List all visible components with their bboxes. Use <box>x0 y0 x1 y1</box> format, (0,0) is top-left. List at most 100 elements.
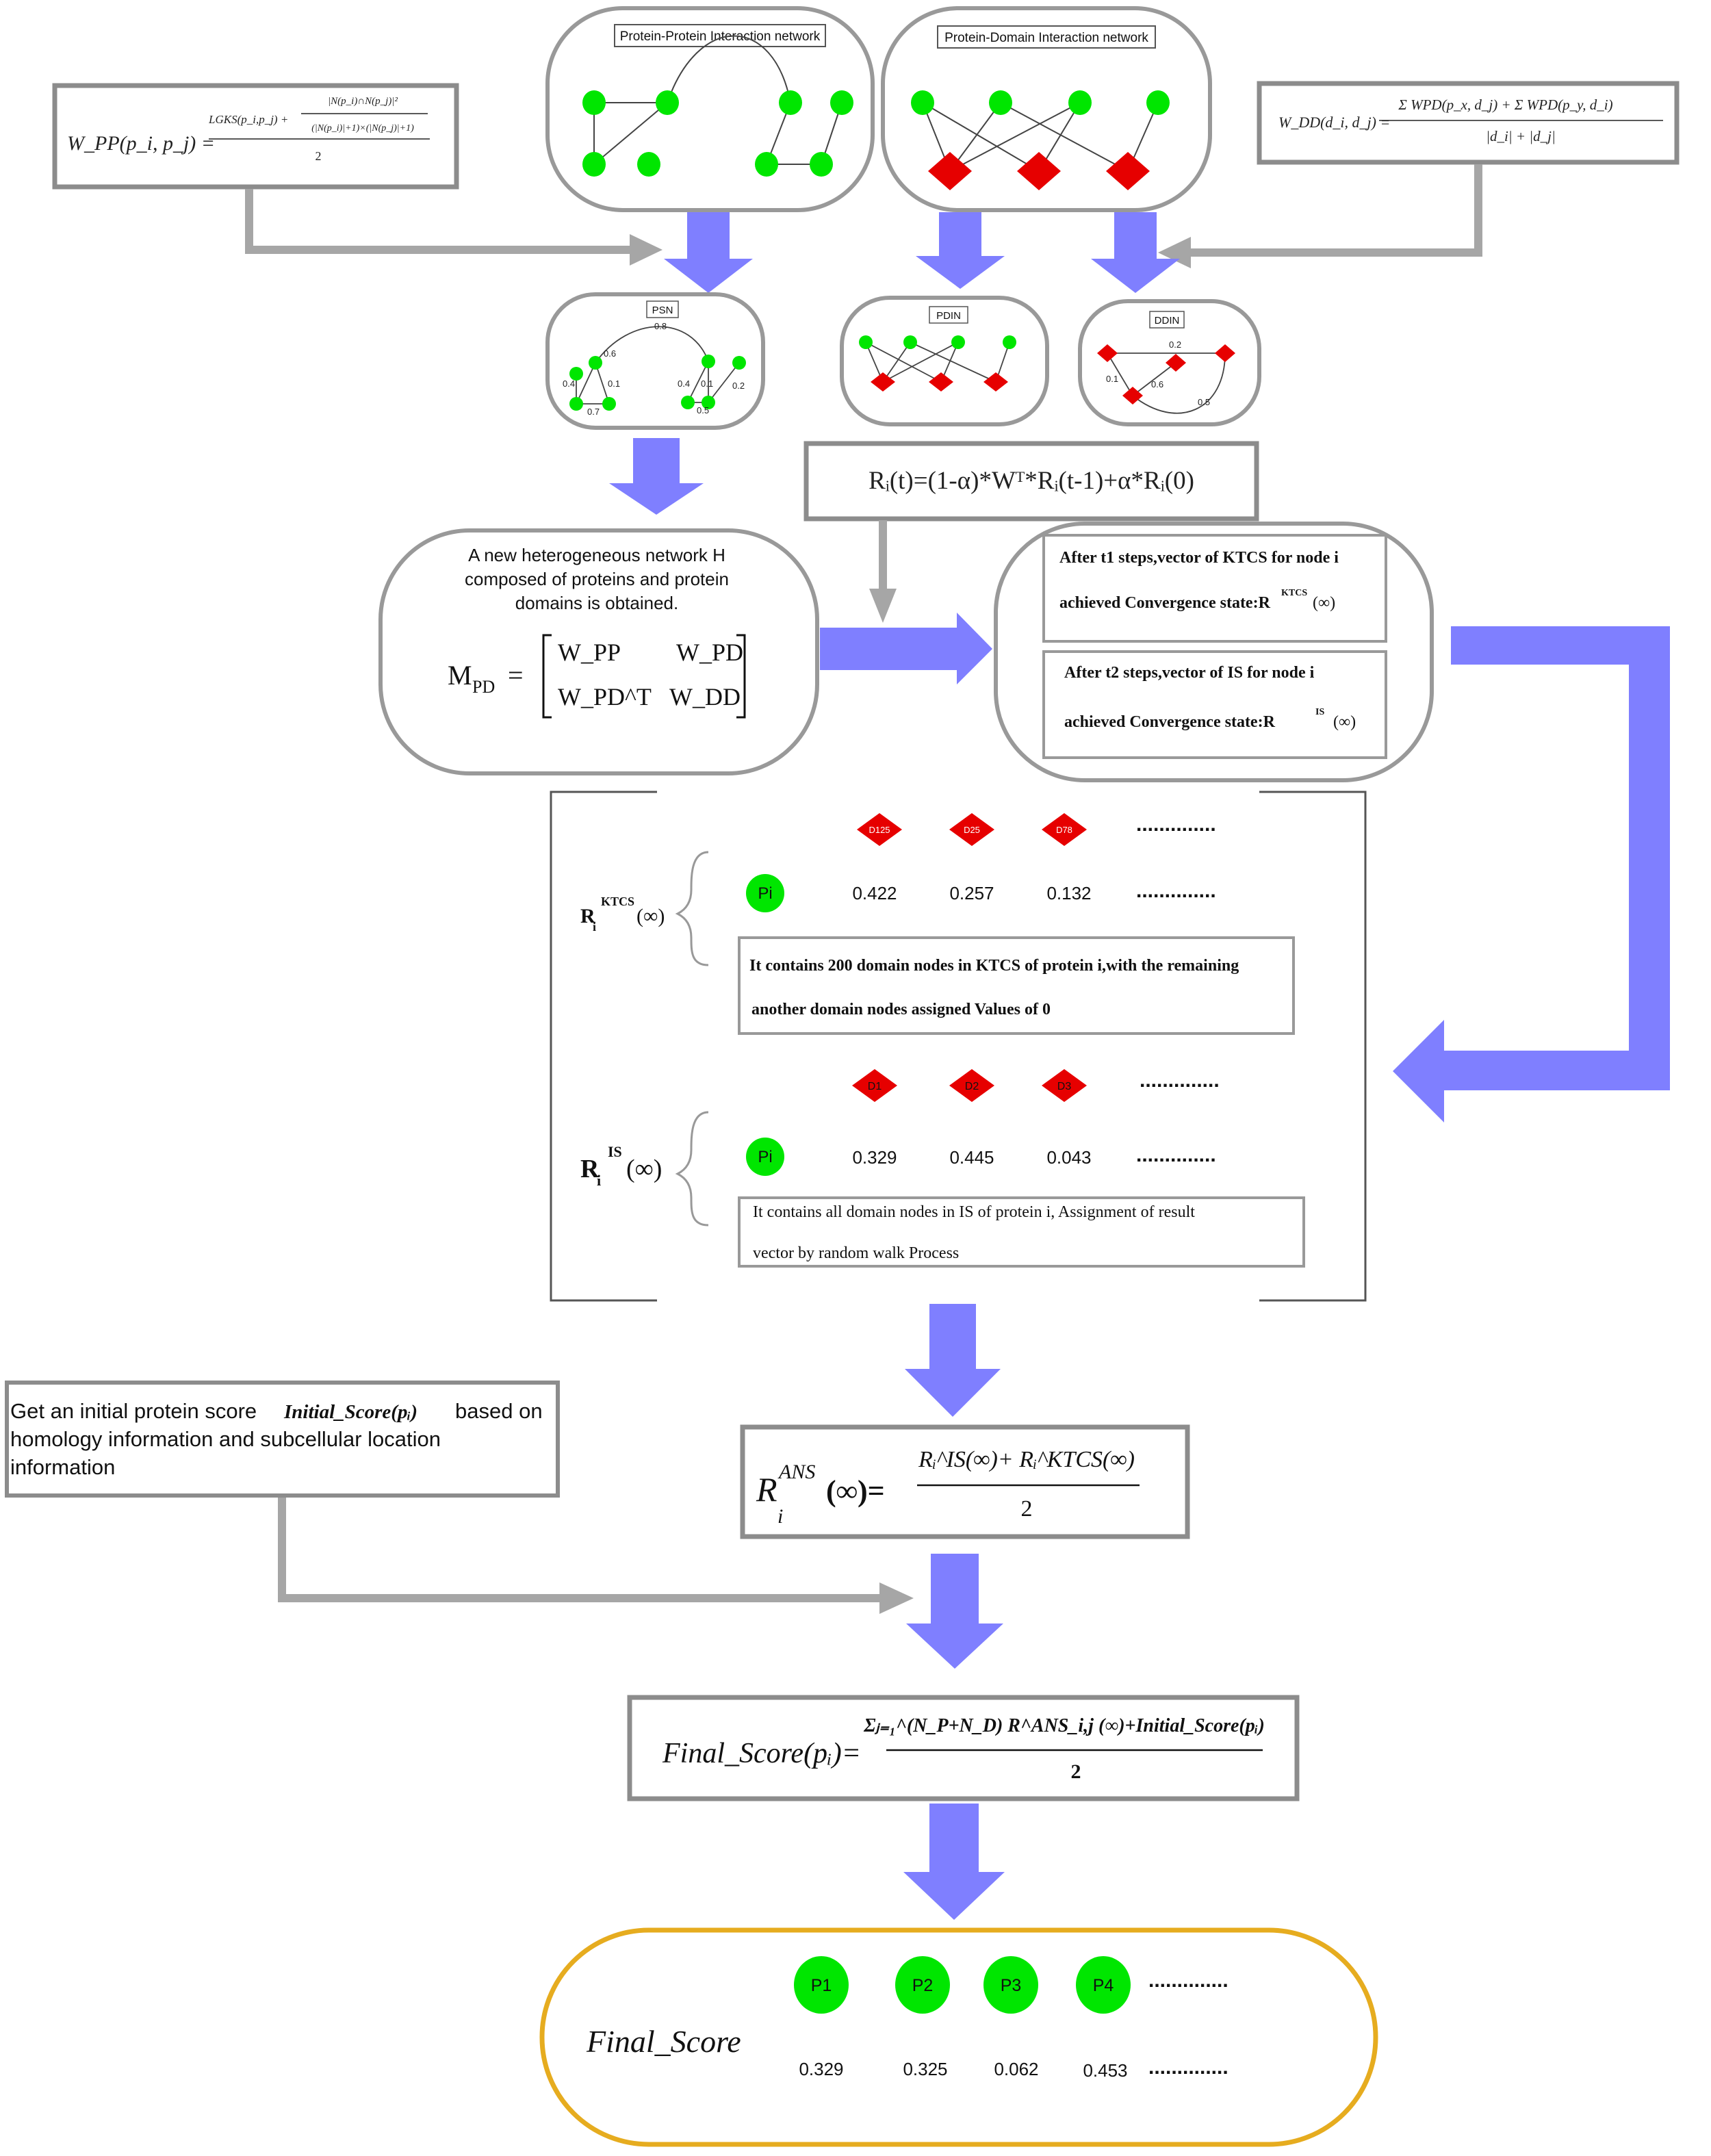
domain-node-label: D125 <box>869 825 890 835</box>
final-value-ellipsis: .............. <box>1148 2056 1228 2079</box>
pdin-panel: PDIN <box>840 296 1049 426</box>
psn-weight: 0.6 <box>604 348 616 359</box>
matrix-brackets <box>542 634 746 719</box>
pdin-title: PDIN <box>936 310 961 322</box>
ppi-network-title: Protein-Protein Interaction network <box>620 29 821 44</box>
ktcs-domain-row: D125 D25 D78 .............. <box>857 813 1216 846</box>
final-value-row: 0.329 0.325 0.062 0.453 .............. <box>799 2056 1228 2081</box>
final-formula-box: Final_Score(pᵢ)= Σⱼ₌₁^(N_P+N_D) R^ANS_i,… <box>627 1695 1300 1801</box>
ans-denominator: 2 <box>1021 1496 1033 1522</box>
arrow-hetero-to-convergence <box>820 613 992 684</box>
ktcs-note-line2: another domain nodes assigned Values of … <box>751 1001 1051 1018</box>
is-value: 0.445 <box>949 1147 994 1168</box>
is-vector-label-sub: i <box>597 1172 601 1189</box>
domain-node <box>949 1069 994 1102</box>
ans-numerator: Rᵢ^IS(∞)+ Rᵢ^KTCS(∞) <box>918 1447 1135 1472</box>
ddin-weight: 0.1 <box>1106 374 1118 384</box>
is-vector: R IS i (∞) D1 D2 D3 .............. Pi 0.… <box>580 1069 1305 1268</box>
is-domain-row: D1 D2 D3 .............. <box>852 1069 1220 1102</box>
psn-title: PSN <box>652 305 673 316</box>
arrow-ppi-to-psn <box>664 212 753 293</box>
pdi-network-panel: Protein-Domain Interaction network <box>881 6 1212 212</box>
arrow-convergence-to-vectors <box>1393 626 1670 1122</box>
domain-node <box>949 813 994 846</box>
protein-node-label: P1 <box>811 1976 832 1995</box>
is-note-line1: It contains all domain nodes in IS of pr… <box>753 1203 1195 1221</box>
arrow-final-formula-to-score <box>903 1804 1005 1920</box>
ktcs-convergence-tail: (∞) <box>1313 594 1335 612</box>
initial-score-line2: homology information and subcellular loc… <box>10 1427 441 1451</box>
wpp-formula-box: W_PP(p_i, p_j) = LGKS(p_i,p_j) + |N(p_i)… <box>52 83 459 190</box>
psn-panel: PSN 0.8 0.6 0.4 0.1 0.7 <box>545 292 765 430</box>
arrow-pdi-to-pdin <box>916 212 1005 289</box>
is-vector-label-sup: IS <box>608 1143 622 1160</box>
final-score-value: 0.329 <box>799 2059 843 2079</box>
final-score-value: 0.325 <box>903 2059 947 2079</box>
ddin-panel: DDIN 0.2 0.1 0.6 0.5 <box>1078 299 1261 426</box>
initial-score-box: Get an initial protein score Initial_Sco… <box>5 1381 560 1498</box>
arrow-vectors-to-ans <box>905 1304 1001 1417</box>
initial-score-suffix: based on <box>455 1399 543 1423</box>
ddin-title: DDIN <box>1155 315 1180 326</box>
psn-weight: 0.7 <box>587 407 600 417</box>
domain-node-label: D2 <box>965 1081 979 1092</box>
is-value: 0.043 <box>1046 1147 1091 1168</box>
ktcs-value-row: Pi 0.422 0.257 0.132 .............. <box>746 874 1216 912</box>
psn-weight: 0.8 <box>654 321 667 331</box>
is-note-line2: vector by random walk Process <box>753 1244 959 1262</box>
psn-weight: 0.4 <box>563 378 575 389</box>
ans-lhs: R <box>756 1470 777 1509</box>
protein-node-label: Pi <box>758 884 772 903</box>
wpp-num-a: LGKS(p_i,p_j) + <box>208 113 288 126</box>
protein-node-label: P3 <box>1001 1976 1022 1995</box>
final-formula-numerator: Σⱼ₌₁^(N_P+N_D) R^ANS_i,j (∞)+Initial_Sco… <box>863 1715 1265 1736</box>
domain-node-label: D25 <box>964 825 980 835</box>
matrix-cell-wpdt: W_PD^T <box>558 683 652 710</box>
ppi-network-panel: Protein-Protein Interaction network <box>545 6 875 212</box>
final-score-value: 0.453 <box>1083 2060 1127 2081</box>
gray-arrow-wpp <box>245 189 662 266</box>
domain-node-label: D78 <box>1056 825 1072 835</box>
is-vector-label: R <box>580 1155 600 1183</box>
psn-weight: 0.5 <box>697 405 709 415</box>
final-score-panel: Final_Score P1 P2 P3 P4 .............. 0… <box>539 1927 1378 2147</box>
final-formula-lhs: Final_Score(pᵢ)= <box>662 1738 861 1769</box>
random-walk-formula: Rᵢ(t)=(1-α)*Wᵀ*Rᵢ(t-1)+α*Rᵢ(0) <box>869 467 1194 495</box>
hetero-text-line1: A new heterogeneous network H <box>468 545 725 565</box>
gray-arrow-wdd <box>1158 164 1482 268</box>
matrix-lhs-sub: PD <box>472 677 495 697</box>
domain-node-label: D3 <box>1057 1081 1072 1092</box>
wpp-den: 2 <box>316 149 322 163</box>
matrix-equals: = <box>508 660 524 691</box>
pdin-protein-nodes <box>859 335 1016 349</box>
result-vectors-frame <box>550 791 1367 1302</box>
ktcs-note-box <box>738 936 1295 1035</box>
ktcs-value: 0.422 <box>852 883 897 903</box>
pdin-edges <box>865 342 1010 383</box>
pdi-protein-nodes <box>911 90 1170 115</box>
protein-node-label: P4 <box>1093 1976 1114 1995</box>
matrix-cell-wpp: W_PP <box>558 639 621 666</box>
wpp-num-b-bottom: (|N(p_i)|+1)×(|N(p_j)|+1) <box>311 123 414 133</box>
ktcs-value-ellipsis: .............. <box>1136 880 1216 902</box>
arrow-pdi-to-ddin <box>1091 212 1180 293</box>
final-protein-ellipsis: .............. <box>1148 1969 1228 1992</box>
initial-score-prefix: Get an initial protein score <box>10 1399 257 1423</box>
ans-formula-box: R ANS i (∞)= Rᵢ^IS(∞)+ Rᵢ^KTCS(∞) 2 <box>740 1424 1190 1539</box>
domain-node <box>1042 1069 1087 1102</box>
ddin-edges <box>1107 352 1226 414</box>
wdd-lhs: W_DD(d_i, d_j) = <box>1278 114 1390 131</box>
is-convergence-line1: After t2 steps,vector of IS for node i <box>1064 664 1315 682</box>
final-score-label: Final_Score <box>586 2024 741 2059</box>
ddin-weight: 0.5 <box>1198 397 1210 407</box>
pdi-domain-nodes <box>928 152 1150 190</box>
initial-score-formula: Initial_Score(pᵢ) <box>283 1401 417 1423</box>
ppi-protein-nodes <box>582 90 853 177</box>
protein-node <box>895 1956 950 2014</box>
ddin-domain-nodes <box>1097 344 1235 405</box>
ans-lhs-arg: (∞)= <box>826 1474 885 1508</box>
is-value-row: Pi 0.329 0.445 0.043 .............. <box>746 1138 1216 1176</box>
protein-node <box>746 874 784 912</box>
psn-weight: 0.2 <box>732 381 745 391</box>
psn-weight: 0.1 <box>701 378 713 389</box>
